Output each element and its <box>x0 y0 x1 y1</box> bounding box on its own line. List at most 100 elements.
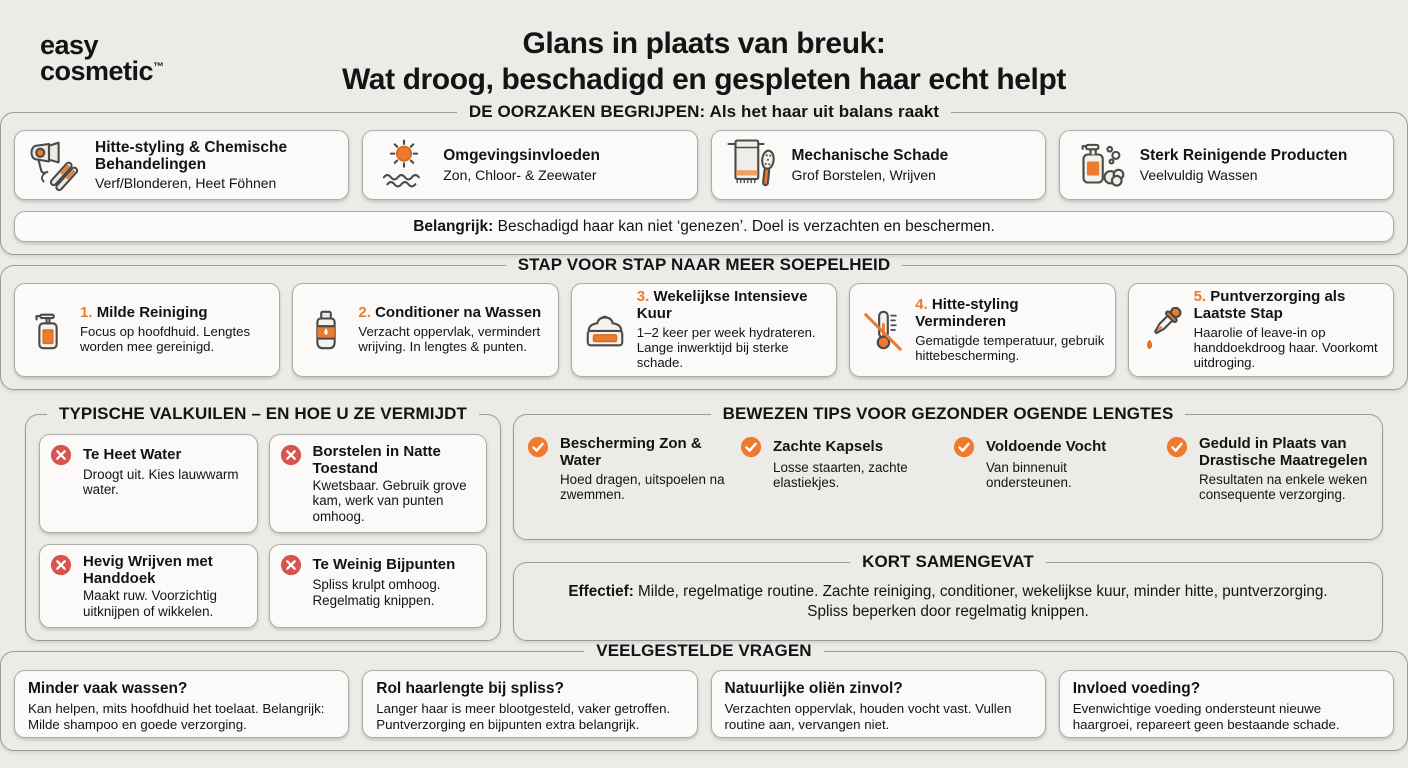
pitfall-text: Kwetsbaar. Gebruik grove kam, werk van p… <box>312 478 467 524</box>
no-heat-thermometer-icon <box>859 307 907 353</box>
check-icon <box>740 436 765 458</box>
sun-waves-icon <box>375 137 433 193</box>
section-pitfalls-heading: TYPISCHE VALKUILEN – EN HOE U ZE VERMIJD… <box>58 404 468 423</box>
brand-line2: cosmetic <box>40 56 154 87</box>
pitfall-card-wet-brushing: Borstelen in Natte Toestand Kwetsbaar. G… <box>268 434 487 534</box>
pitfall-card-no-trims: Te Weinig Bijpunten Spliss krulpt omhoog… <box>268 544 487 629</box>
tip-text: Losse staarten, zachte elastiekjes. <box>773 460 908 491</box>
section-causes-heading: DE OORZAKEN BEGRIJPEN: Als het haar uit … <box>468 102 940 121</box>
trademark-symbol: ™ <box>153 61 164 74</box>
summary-text: Effectief: Milde, regelmatige routine. Z… <box>553 582 1343 622</box>
step-text: 1–2 keer per week hydrateren. Lange inwe… <box>636 325 816 371</box>
section-faq-heading: VEELGESTELDE VRAGEN <box>596 641 812 661</box>
step-text: Verzacht oppervlak, vermindert wrijving.… <box>358 324 541 355</box>
error-cross-icon <box>280 444 305 477</box>
faq-card-natural-oils: Natuurlijke oliën zinvol? Verzachten opp… <box>710 670 1046 739</box>
section-summary: KORT SAMENGEVAT Effectief: Milde, regelm… <box>513 552 1383 642</box>
cause-title: Sterk Reinigende Producten <box>1139 147 1348 165</box>
cream-jar-icon <box>581 307 629 353</box>
pitfalls-grid: Te Heet Water Droogt uit. Kies lauwwarm … <box>39 434 487 629</box>
section-pitfalls: TYPISCHE VALKUILEN – EN HOE U ZE VERMIJD… <box>25 404 501 642</box>
faq-card-wash-less: Minder vaak wassen? Kan helpen, mits hoo… <box>14 670 350 739</box>
cause-title: Omgevingsinvloeden <box>443 147 601 165</box>
pump-bottle-icon <box>24 307 72 353</box>
step-title: Milde Reiniging <box>96 304 208 322</box>
cause-subtitle: Veelvuldig Wassen <box>1139 166 1258 183</box>
soap-bottle-icon <box>1072 137 1130 193</box>
step-title: Puntverzorging als Laatste Stap <box>1193 288 1346 323</box>
pitfall-title: Te Weinig Bijpunten <box>312 555 456 573</box>
tip-item-hydration: Voldoende Vocht Van binnenuit ondersteun… <box>953 436 1156 502</box>
cause-card-mechanical: Mechanische Schade Grof Borstelen, Wrijv… <box>710 130 1046 200</box>
step-card-1: 1. Milde Reiniging Focus op hoofdhuid. L… <box>14 283 281 377</box>
step-card-2: 2. Conditioner na Wassen Verzacht opperv… <box>292 283 559 377</box>
section-causes: DE OORZAKEN BEGRIJPEN: Als het haar uit … <box>0 102 1408 255</box>
faq-question: Minder vaak wassen? <box>28 680 188 698</box>
towel-brush-icon <box>724 137 782 193</box>
faq-answer: Langer haar is meer blootgesteld, vaker … <box>376 701 671 732</box>
page-title-line1: Glans in plaats van breuk: <box>522 27 886 60</box>
step-card-3: 3. Wekelijkse Intensieve Kuur 1–2 keer p… <box>570 283 838 377</box>
step-text: Gematigde temperatuur, gebruik hittebesc… <box>915 332 1105 363</box>
step-text: Haarolie of leave-in op handdoekdroog ha… <box>1193 325 1378 371</box>
middle-row: TYPISCHE VALKUILEN – EN HOE U ZE VERMIJD… <box>25 404 1383 642</box>
step-number: 5. <box>1193 288 1207 306</box>
step-number: 1. <box>80 304 93 322</box>
tip-item-gentle-hairstyles: Zachte Kapsels Losse staarten, zachte el… <box>740 436 943 502</box>
conditioner-bottle-icon <box>302 307 350 353</box>
cause-title: Hitte-styling & Chemische Behandelingen <box>95 138 288 173</box>
header: easy cosmetic™ Glans in plaats van breuk… <box>0 0 1408 102</box>
causes-card-row: Hitte-styling & Chemische Behandelingen … <box>14 130 1394 200</box>
check-icon <box>953 436 978 458</box>
pitfall-text: Droogt uit. Kies lauwwarm water. <box>83 467 239 498</box>
summary-label: Effectief: <box>568 583 634 601</box>
step-title: Wekelijkse Intensieve Kuur <box>636 288 808 323</box>
error-cross-icon <box>50 554 75 587</box>
pitfall-title: Borstelen in Natte Toestand <box>312 443 441 477</box>
check-icon <box>1166 436 1191 470</box>
tip-title: Voldoende Vocht <box>986 437 1107 455</box>
step-number: 2. <box>358 304 371 322</box>
step-card-4: 4. Hitte-styling Verminderen Gematigde t… <box>849 283 1116 377</box>
faq-card-nutrition: Invloed voeding? Evenwichtige voeding on… <box>1058 670 1394 739</box>
tip-text: Van binnenuit ondersteunen. <box>986 460 1072 491</box>
dropper-icon <box>1138 307 1186 353</box>
section-tips-heading: BEWEZEN TIPS VOOR GEZONDER OGENDE LENGTE… <box>722 404 1174 423</box>
brand-line1: easy <box>40 30 99 60</box>
pitfall-title: Te Heet Water <box>83 445 182 463</box>
section-steps-heading: STAP VOOR STAP NAAR MEER SOEPELHEID <box>517 255 891 274</box>
tip-text: Hoed dragen, uitspoelen na zwemmen. <box>560 471 725 502</box>
faq-answer: Evenwichtige voeding ondersteunt nieuwe … <box>1072 701 1340 732</box>
cause-title: Mechanische Schade <box>791 147 949 165</box>
brand-logo: easy cosmetic™ <box>40 32 164 85</box>
cause-subtitle: Grof Borstelen, Wrijven <box>791 166 936 183</box>
section-summary-heading: KORT SAMENGEVAT <box>862 552 1034 572</box>
step-text: Focus op hoofdhuid. Lengtes worden mee g… <box>80 324 251 355</box>
important-note-text: Beschadigd haar kan niet ‘genezen’. Doel… <box>493 217 995 235</box>
faq-question: Natuurlijke oliën zinvol? <box>724 680 903 698</box>
tip-title: Bescherming Zon & Water <box>560 435 702 469</box>
step-title: Conditioner na Wassen <box>375 304 542 322</box>
tip-title: Zachte Kapsels <box>773 437 884 455</box>
step-number: 4. <box>915 296 928 314</box>
cause-card-heat-styling: Hitte-styling & Chemische Behandelingen … <box>14 130 350 200</box>
faq-answer: Kan helpen, mits hoofdhuid het toelaat. … <box>28 701 325 732</box>
error-cross-icon <box>50 444 75 466</box>
important-note-label: Belangrijk: <box>413 217 494 235</box>
faq-question: Rol haarlengte bij spliss? <box>376 680 565 698</box>
right-column: BEWEZEN TIPS VOOR GEZONDER OGENDE LENGTE… <box>513 404 1383 642</box>
steps-card-row: 1. Milde Reiniging Focus op hoofdhuid. L… <box>14 283 1394 377</box>
section-faq: VEELGESTELDE VRAGEN Minder vaak wassen? … <box>0 641 1408 752</box>
pitfall-title: Hevig Wrijven met Handdoek <box>83 553 213 587</box>
important-note: Belangrijk: Beschadigd haar kan niet ‘ge… <box>14 211 1394 242</box>
error-cross-icon <box>280 554 305 576</box>
cause-subtitle: Zon, Chloor- & Zeewater <box>443 166 597 183</box>
pitfall-text: Spliss krulpt omhoog. Regelmatig knippen… <box>312 577 441 608</box>
step-title: Hitte-styling Verminderen <box>915 296 1019 330</box>
step-card-5: 5. Puntverzorging als Laatste Stap Haaro… <box>1127 283 1394 377</box>
tip-item-patience: Geduld in Plaats van Drastische Maatrege… <box>1166 435 1369 502</box>
faq-answer: Verzachten oppervlak, houden vocht vast.… <box>724 701 1012 732</box>
pitfall-card-hot-water: Te Heet Water Droogt uit. Kies lauwwarm … <box>39 434 258 534</box>
cause-card-environment: Omgevingsinvloeden Zon, Chloor- & Zeewat… <box>362 130 698 200</box>
faq-card-hair-length: Rol haarlengte bij spliss? Langer haar i… <box>362 670 698 739</box>
